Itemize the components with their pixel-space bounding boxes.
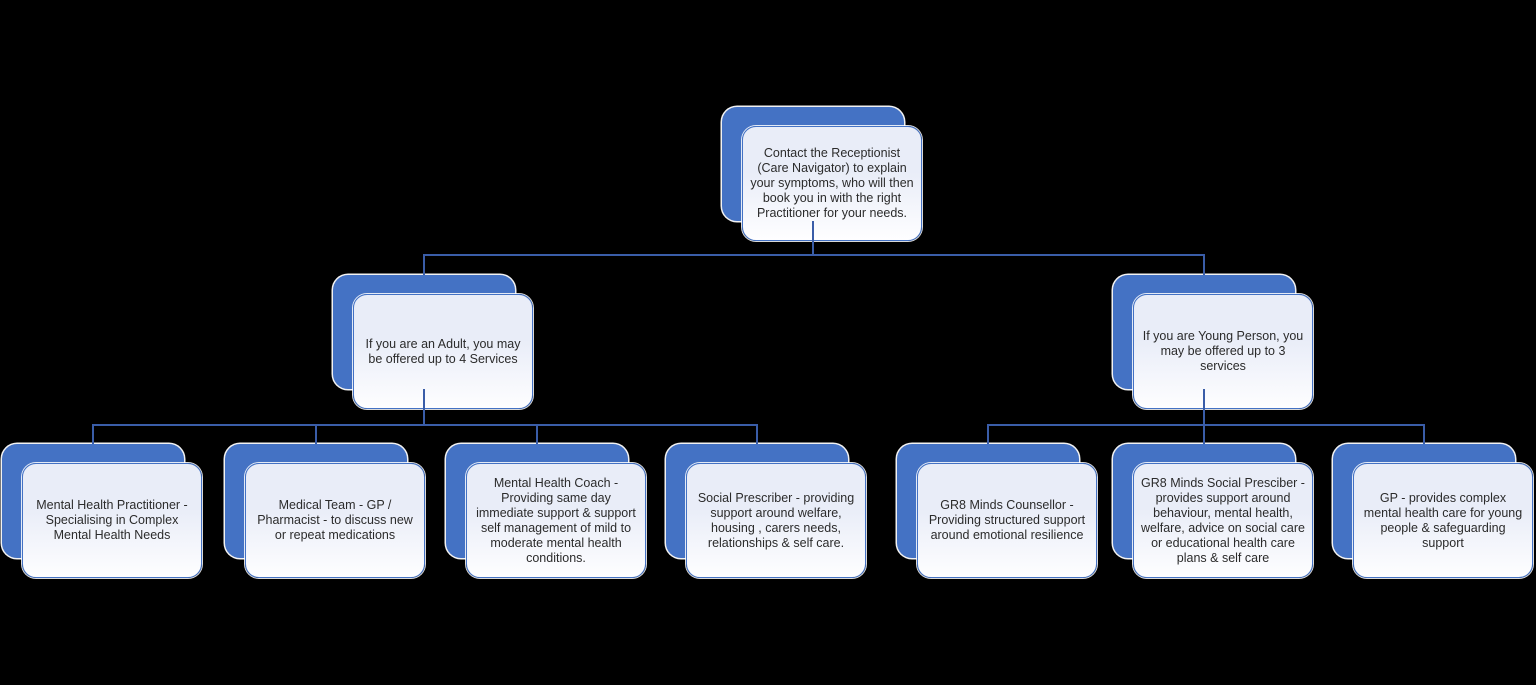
node-service-mental-health-coach: Mental Health Coach - Providing same day… (446, 444, 646, 578)
node-label: GP - provides complex mental health care… (1363, 490, 1523, 550)
node-label: Contact the Receptionist (Care Navigator… (750, 146, 914, 220)
node-label: GR8 Minds Social Presciber - provides su… (1141, 475, 1305, 565)
node-service-social-prescriber: Social Prescriber - providing support ar… (666, 444, 866, 578)
node-card: Mental Health Practitioner - Specialisin… (22, 463, 202, 578)
node-label: Mental Health Practitioner - Specialisin… (36, 498, 188, 542)
node-service-mental-health-practitioner: Mental Health Practitioner - Specialisin… (2, 444, 202, 578)
node-card: Mental Health Coach - Providing same day… (466, 463, 646, 578)
node-label: If you are an Adult, you may be offered … (365, 336, 521, 366)
node-card: Social Prescriber - providing support ar… (686, 463, 866, 578)
node-label: GR8 Minds Counsellor - Providing structu… (928, 498, 1086, 542)
node-root-receptionist: Contact the Receptionist (Care Navigator… (722, 107, 922, 241)
node-label: Mental Health Coach - Providing same day… (476, 475, 636, 565)
node-service-medical-team: Medical Team - GP / Pharmacist - to disc… (225, 444, 425, 578)
node-label: Medical Team - GP / Pharmacist - to disc… (257, 498, 413, 542)
node-card: Medical Team - GP / Pharmacist - to disc… (245, 463, 425, 578)
node-branch-adult: If you are an Adult, you may be offered … (333, 275, 533, 409)
node-card: If you are an Adult, you may be offered … (353, 294, 533, 409)
node-label: If you are Young Person, you may be offe… (1142, 329, 1304, 373)
node-card: If you are Young Person, you may be offe… (1133, 294, 1313, 409)
node-card: GR8 Minds Social Presciber - provides su… (1133, 463, 1313, 578)
node-service-gp: GP - provides complex mental health care… (1333, 444, 1533, 578)
node-branch-young-person: If you are Young Person, you may be offe… (1113, 275, 1313, 409)
node-label: Social Prescriber - providing support ar… (697, 490, 855, 550)
node-card: GP - provides complex mental health care… (1353, 463, 1533, 578)
node-service-gr8-minds-counsellor: GR8 Minds Counsellor - Providing structu… (897, 444, 1097, 578)
node-card: GR8 Minds Counsellor - Providing structu… (917, 463, 1097, 578)
node-service-gr8-minds-social-prescriber: GR8 Minds Social Presciber - provides su… (1113, 444, 1313, 578)
node-card: Contact the Receptionist (Care Navigator… (742, 126, 922, 241)
